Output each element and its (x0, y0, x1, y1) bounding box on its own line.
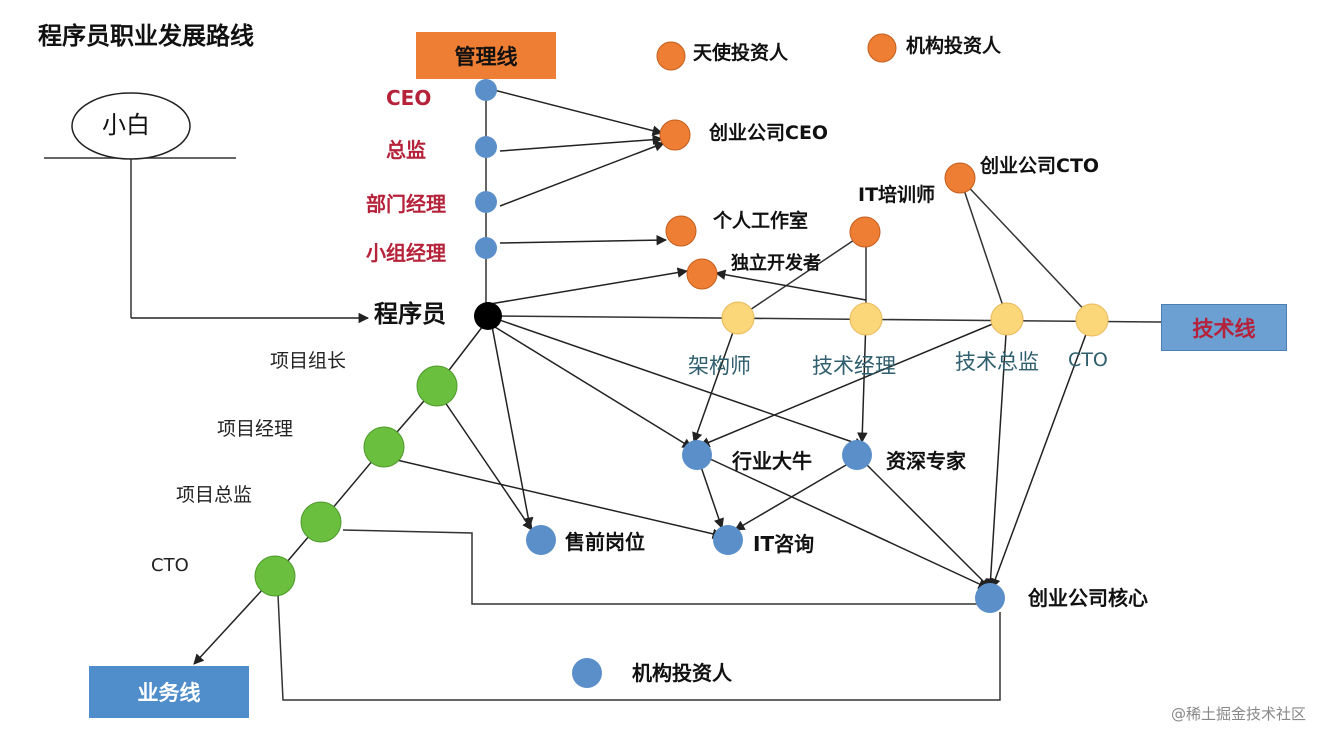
label-director: 总监 (386, 138, 426, 162)
node-business-cto (254, 555, 296, 597)
node-it-consulting (713, 525, 743, 555)
label-tech-cto: CTO (1068, 349, 1108, 371)
label-angel-investor: 天使投资人 (693, 42, 789, 64)
node-tech-cto (1075, 303, 1109, 337)
label-programmer: 程序员 (374, 300, 446, 328)
label-tech-director: 技术总监 (955, 350, 1039, 374)
blue-nodes (526, 440, 1005, 688)
label-personal-studio: 个人工作室 (713, 210, 809, 232)
management-lane-box: 管理线 (416, 32, 556, 79)
node-institutional-investor-top (867, 33, 897, 63)
node-tech-manager (849, 302, 883, 336)
node-senior-expert (842, 440, 872, 470)
node-ceo (475, 79, 497, 101)
arrow-lines (131, 87, 1093, 665)
start-bubble (71, 92, 191, 160)
tech-lane-box: 技术线 (1161, 304, 1287, 351)
tech-nodes (721, 301, 1109, 337)
node-startup-cto (944, 162, 976, 194)
watermark: @稀土掘金技术社区 (1170, 705, 1306, 723)
node-team-manager (475, 237, 497, 259)
start-label: 小白 (102, 111, 150, 139)
node-dept-manager (475, 191, 497, 213)
label-business-cto: CTO (151, 555, 189, 576)
connector-lines (44, 78, 1163, 701)
node-architect (721, 301, 755, 335)
node-project-director (300, 501, 342, 543)
label-industry-leader: 行业大牛 (732, 449, 812, 473)
node-project-lead (416, 365, 458, 407)
node-personal-studio (665, 215, 697, 247)
label-senior-expert: 资深专家 (886, 449, 966, 473)
label-architect: 架构师 (688, 354, 751, 378)
label-team-manager: 小组经理 (366, 241, 446, 265)
label-institutional-investor-bottom: 机构投资人 (632, 661, 732, 685)
label-project-director: 项目总监 (176, 484, 253, 506)
node-startup-core (975, 583, 1005, 613)
node-tech-director (990, 302, 1024, 336)
label-ceo: CEO (386, 86, 432, 110)
label-startup-core: 创业公司核心 (1028, 586, 1148, 610)
node-indie-dev (686, 258, 718, 290)
label-presales: 售前岗位 (565, 530, 645, 554)
node-director (475, 136, 497, 158)
label-it-consulting: IT咨询 (753, 532, 815, 556)
node-it-trainer (849, 216, 881, 248)
node-institutional-investor-bottom (572, 658, 602, 688)
label-project-manager: 项目经理 (217, 418, 294, 440)
label-institutional-investor-top: 机构投资人 (906, 35, 1002, 57)
label-startup-cto: 创业公司CTO (980, 155, 1100, 177)
label-dept-manager: 部门经理 (366, 192, 446, 216)
node-startup-ceo (659, 119, 691, 151)
business-lane-box: 业务线 (89, 666, 249, 718)
node-angel-investor (656, 41, 686, 71)
label-startup-ceo: 创业公司CEO (709, 122, 829, 144)
node-industry-leader (682, 440, 712, 470)
label-tech-manager: 技术经理 (812, 354, 896, 378)
diagram-title: 程序员职业发展路线 (38, 22, 254, 50)
label-it-trainer: IT培训师 (858, 184, 936, 206)
label-indie-dev: 独立开发者 (731, 253, 821, 274)
orange-nodes (656, 33, 976, 290)
node-programmer (474, 302, 502, 330)
node-project-manager (363, 426, 405, 468)
business-nodes (254, 365, 458, 597)
management-nodes (475, 79, 497, 259)
node-presales (526, 525, 556, 555)
label-project-lead: 项目组长 (270, 350, 347, 372)
